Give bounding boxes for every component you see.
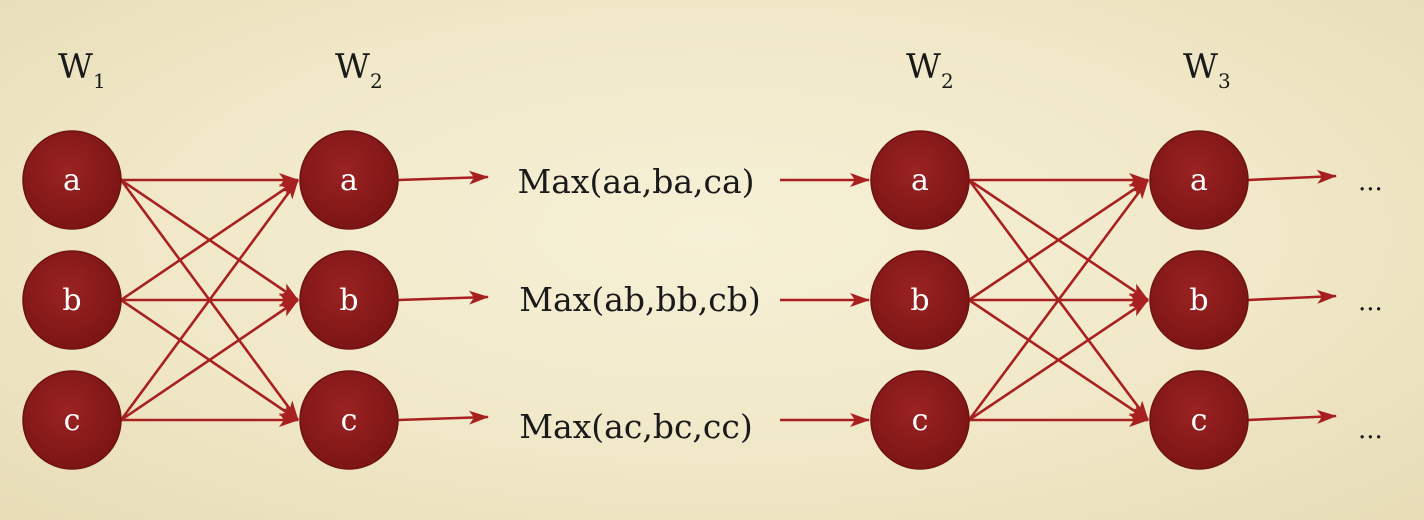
- transition-arrow-c-a: [119, 179, 300, 421]
- state-node-label: b: [339, 283, 358, 318]
- state-node-circle: [1149, 250, 1249, 350]
- state-node-c: c: [870, 370, 970, 470]
- state-node-circle: [22, 250, 122, 350]
- ellipsis-c: ...: [1358, 415, 1383, 445]
- ellipsis-b: ...: [1358, 287, 1383, 317]
- state-node-circle: [299, 370, 399, 470]
- state-node-circle: [870, 130, 970, 230]
- state-node-label: c: [912, 403, 929, 438]
- state-node-circle: [299, 250, 399, 350]
- state-node-label: c: [341, 403, 358, 438]
- state-node-circle: [22, 130, 122, 230]
- column-header-subscript: 2: [370, 69, 383, 93]
- column-header-symbol: W: [906, 47, 941, 87]
- max-label-b: Max(ab,bb,cb): [519, 280, 760, 319]
- state-node-label: c: [64, 403, 81, 438]
- column-header-w1: W 1: [58, 47, 106, 93]
- state-node-c: c: [22, 370, 122, 470]
- transition-arrow-b-a: [968, 178, 1149, 302]
- arrow-to-max-c: [397, 410, 489, 425]
- max-label-c: Max(ac,bc,cc): [519, 407, 753, 446]
- state-node-c: c: [1149, 370, 1249, 470]
- state-node-label: a: [1190, 163, 1208, 198]
- arrow-to-ellipsis-a: [1247, 169, 1337, 184]
- column-header-symbol: W: [335, 47, 370, 87]
- state-node-label: b: [910, 283, 929, 318]
- column-header-w2-left: W 2: [335, 47, 383, 93]
- state-node-label: a: [63, 163, 81, 198]
- state-node-b: b: [22, 250, 122, 350]
- state-node-circle: [22, 370, 122, 470]
- ellipsis-a: ...: [1358, 167, 1383, 197]
- column-header-subscript: 3: [1218, 69, 1231, 93]
- state-node-circle: [870, 250, 970, 350]
- max-label-a: Max(aa,ba,ca): [517, 162, 754, 201]
- state-node-label: a: [340, 163, 358, 198]
- state-node-a: a: [870, 130, 970, 230]
- state-node-b: b: [870, 250, 970, 350]
- transition-arrow-c-b: [120, 298, 299, 422]
- column-header-subscript: 1: [93, 69, 106, 93]
- state-node-circle: [1149, 130, 1249, 230]
- column-header-w3: W 3: [1183, 47, 1231, 93]
- state-node-label: a: [911, 163, 929, 198]
- state-node-circle: [299, 130, 399, 230]
- arrow-to-max-a: [397, 170, 489, 185]
- state-nodes: a b c a b c a b c a b c: [22, 130, 1249, 470]
- state-node-b: b: [299, 250, 399, 350]
- column-header-symbol: W: [1183, 47, 1218, 87]
- arrow-to-ellipsis-c: [1247, 409, 1337, 424]
- state-node-circle: [1149, 370, 1249, 470]
- transition-arrows: [119, 169, 1337, 427]
- state-node-a: a: [1149, 130, 1249, 230]
- state-node-a: a: [22, 130, 122, 230]
- state-node-b: b: [1149, 250, 1249, 350]
- column-header-symbol: W: [58, 47, 93, 87]
- transition-arrow-c-b: [968, 298, 1149, 422]
- column-header-w2-right: W 2: [906, 47, 954, 93]
- state-node-circle: [870, 370, 970, 470]
- state-node-label: c: [1191, 403, 1208, 438]
- column-header-subscript: 2: [941, 69, 954, 93]
- transition-arrow-b-a: [120, 178, 299, 302]
- state-node-label: b: [62, 283, 81, 318]
- arrow-to-max-b: [397, 290, 489, 305]
- state-node-label: b: [1189, 283, 1208, 318]
- state-node-a: a: [299, 130, 399, 230]
- transition-arrow-c-a: [967, 179, 1150, 421]
- arrow-to-ellipsis-b: [1247, 289, 1337, 304]
- state-node-c: c: [299, 370, 399, 470]
